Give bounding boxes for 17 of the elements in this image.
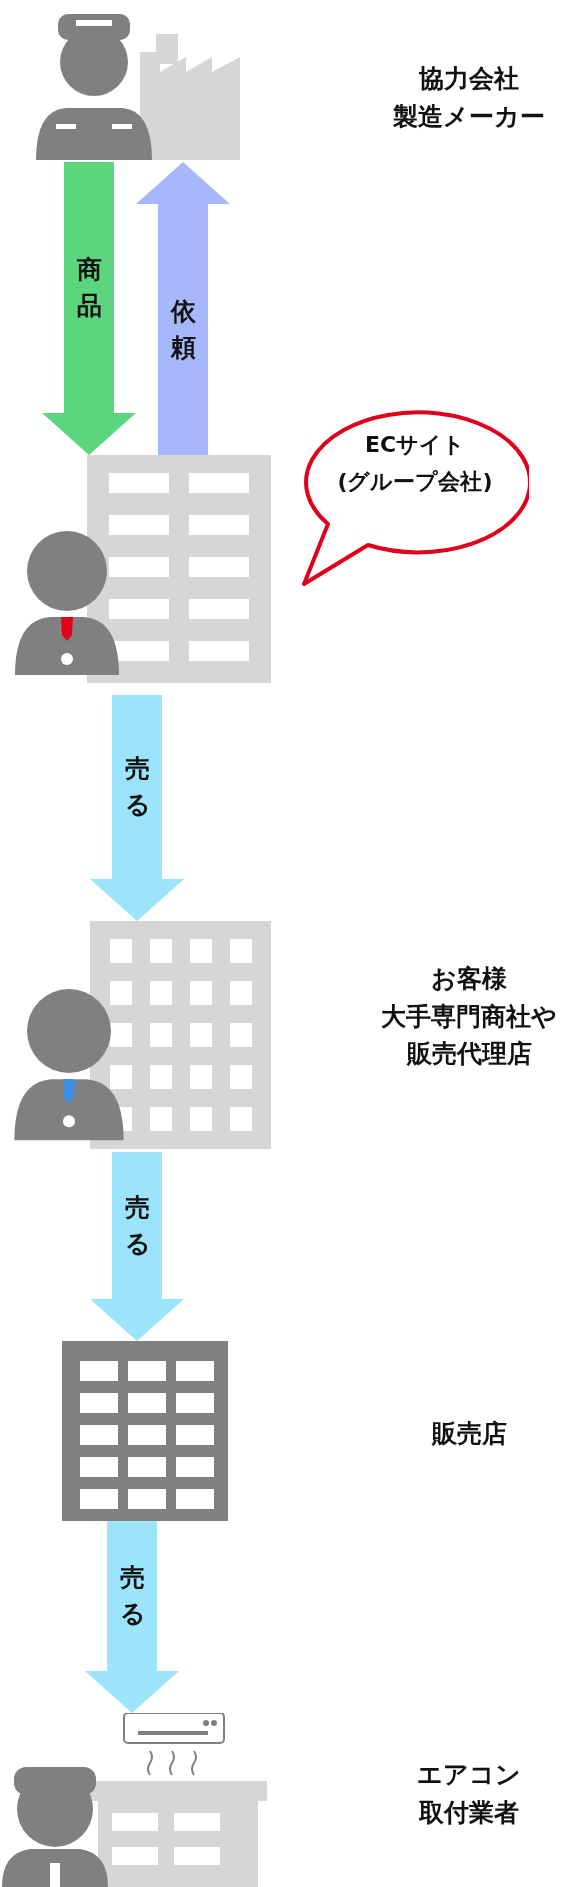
- caption-text: 協力会社製造メーカー: [392, 63, 546, 133]
- customer-office-drawing: [12, 921, 271, 1152]
- block-arrow: [90, 695, 184, 921]
- edge-label: 売る: [124, 1191, 151, 1260]
- block-arrow: [85, 1521, 179, 1713]
- edge-label: 売る: [124, 753, 151, 822]
- caption-text: 販売店: [430, 1418, 508, 1450]
- edge-label: 売る: [119, 1562, 146, 1631]
- block-arrow: [90, 1152, 184, 1341]
- caption-text: お客様大手専門商社や販売代理店: [380, 963, 558, 1070]
- block-arrow: [136, 162, 230, 455]
- caption-text: エアコン取付業者: [416, 1759, 522, 1829]
- store-building-drawing: [62, 1341, 228, 1521]
- installer-drawing: [0, 1713, 267, 1887]
- edge-label: 商品: [76, 253, 103, 322]
- edge-label: 依頼: [170, 295, 197, 364]
- block-arrow: [42, 162, 136, 455]
